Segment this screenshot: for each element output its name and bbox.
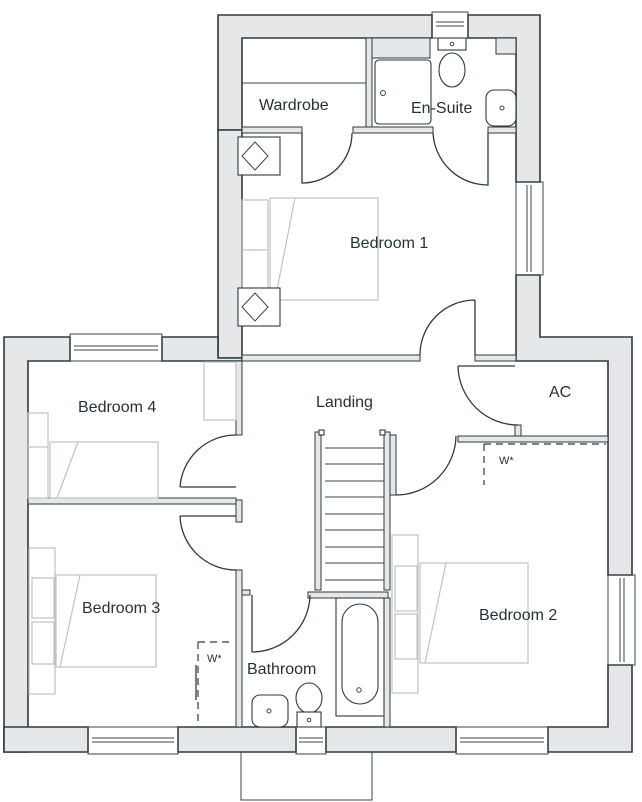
label-wardrobe: Wardrobe	[259, 97, 329, 114]
bed-bedroom2	[419, 562, 529, 664]
toilet-ensuite	[438, 52, 466, 88]
toilet-bathroom	[295, 682, 323, 714]
room-labels: Wardrobe En-Suite Bedroom 1 Bedroom 4 La…	[78, 97, 571, 678]
doors	[179, 132, 519, 653]
basin-bathroom	[251, 694, 289, 728]
bed-bedroom4	[49, 441, 159, 499]
label-bedroom3: Bedroom 3	[82, 600, 160, 617]
label-bedroom2: Bedroom 2	[479, 607, 557, 624]
bed-bedroom3	[55, 574, 157, 668]
label-wardrobe-bedroom2: W*	[499, 455, 514, 467]
shower-tray	[374, 59, 432, 125]
wardrobe-markers	[195, 443, 606, 722]
furniture	[27, 136, 529, 695]
internal-walls	[27, 37, 609, 728]
label-ac: AC	[549, 384, 571, 401]
bed-bedroom1	[269, 197, 379, 301]
label-bathroom: Bathroom	[247, 661, 316, 678]
label-bedroom4: Bedroom 4	[78, 399, 156, 416]
staircase[interactable]	[314, 429, 391, 591]
porch-outline	[240, 752, 373, 801]
label-en-suite: En-Suite	[411, 100, 472, 117]
exterior-walls	[3, 14, 633, 753]
label-bedroom1: Bedroom 1	[350, 235, 428, 252]
fixtures	[251, 37, 517, 728]
basin-ensuite	[485, 89, 517, 127]
label-wardrobe-bedroom3: W*	[207, 653, 222, 665]
label-landing: Landing	[316, 394, 373, 411]
